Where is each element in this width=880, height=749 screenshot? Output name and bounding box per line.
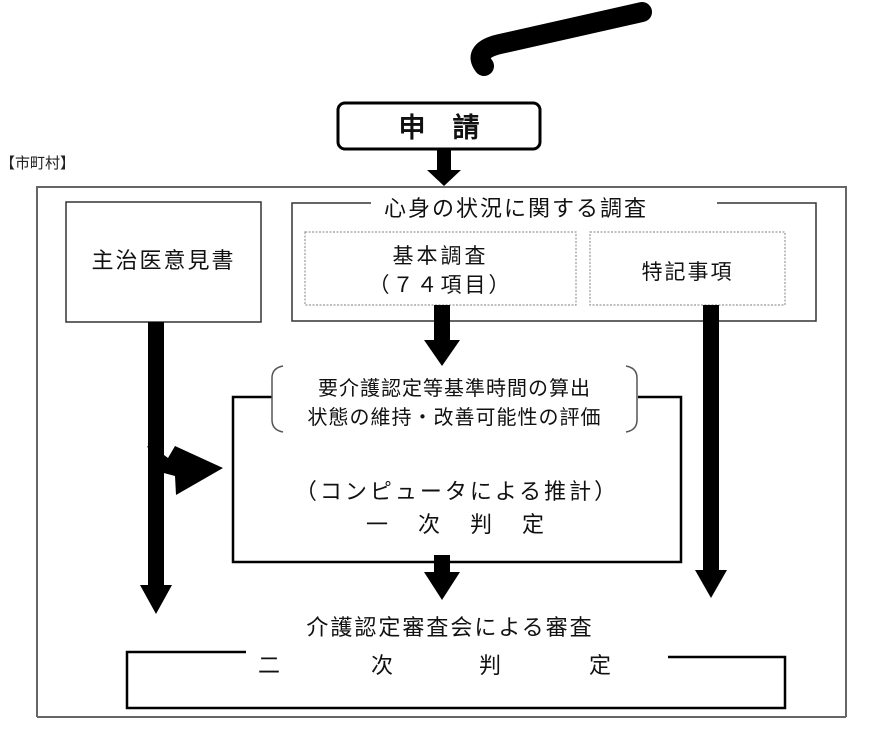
survey-title: 心身の状況に関する調査 [380,191,653,223]
basic-arrow-shaft [434,305,450,343]
brush-stroke [470,2,652,76]
application-label: 申 請 [398,113,480,144]
doctor-opinion-label: 主治医意見書 [91,249,236,274]
special-notes-arrow-shaft [703,305,719,573]
secondary-title-char-2: 次 [371,654,394,679]
doctor-branch-arrow [147,446,223,495]
doctor-arrow-head [140,585,172,614]
special-notes-box [589,231,786,306]
primary-judgment-box [231,395,683,564]
primary-calc-line2: 状態の維持・改善可能性の評価 [307,405,602,429]
primary-arrow-shaft [434,555,450,575]
special-notes-arrow-head [695,570,727,598]
secondary-title-char-4: 定 [589,654,612,679]
primary-calc-line1: 要介護認定等基準時間の算出 [318,376,591,400]
secondary-title-char-3: 判 [479,654,502,679]
municipality-label: 【市町村】 [0,154,76,172]
application-arrow-shaft [437,149,451,171]
basic-survey-line2: （７４項目） [368,273,513,297]
municipality-frame [36,186,847,717]
survey-box [291,202,817,322]
primary-bracket-left [271,365,284,433]
special-notes-label: 特記事項 [641,260,734,284]
basic-arrow-head [424,340,460,366]
primary-method: （コンピュータによる推計） [294,480,620,505]
secondary-review: 介護認定審査会による審査 [306,616,594,641]
primary-bracket-right [625,365,638,433]
doctor-opinion-box [65,201,262,323]
application-arrow-head [427,170,461,186]
primary-arrow-head [424,572,460,600]
secondary-judgment-box [125,650,787,710]
primary-title: 一 次 判 定 [365,513,548,538]
secondary-title-char-1: 二 [258,654,281,679]
basic-survey-line1: 基本調査 [392,244,489,268]
